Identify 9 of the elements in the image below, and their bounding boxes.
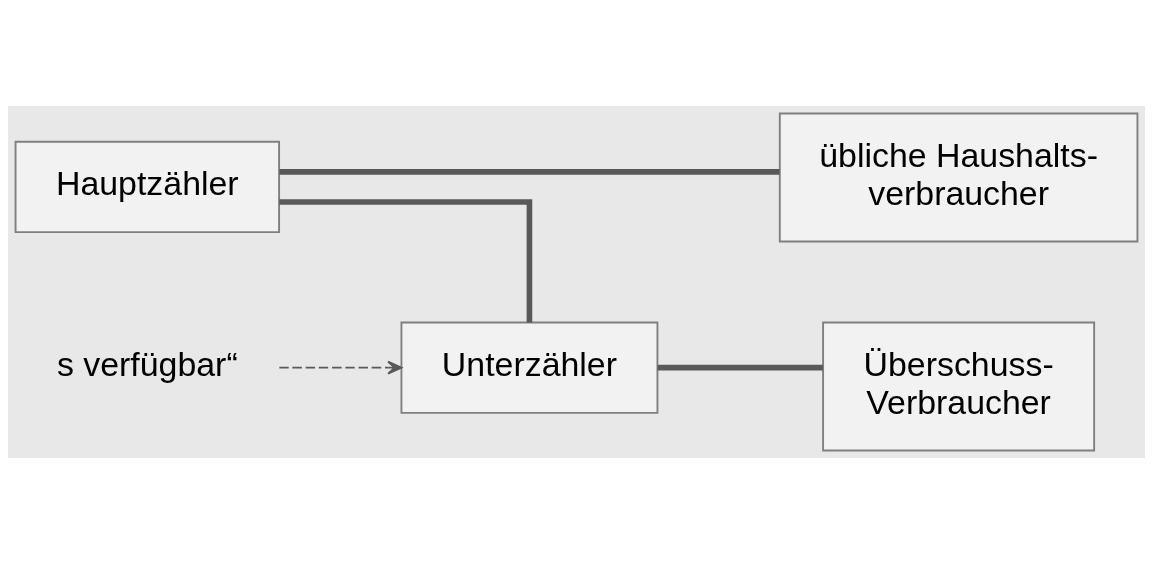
node-box: Überschuss-Verbraucher [822, 321, 1096, 452]
node-box: Unterzähler [400, 321, 659, 414]
connector [279, 199, 533, 323]
connector [279, 169, 780, 175]
node-box: Hauptzähler [14, 140, 281, 234]
node-text: s verfügbar“ [56, 344, 238, 383]
connector [657, 364, 823, 371]
arrow [278, 360, 403, 375]
node-box: übliche Haushalts-verbraucher [778, 112, 1139, 243]
